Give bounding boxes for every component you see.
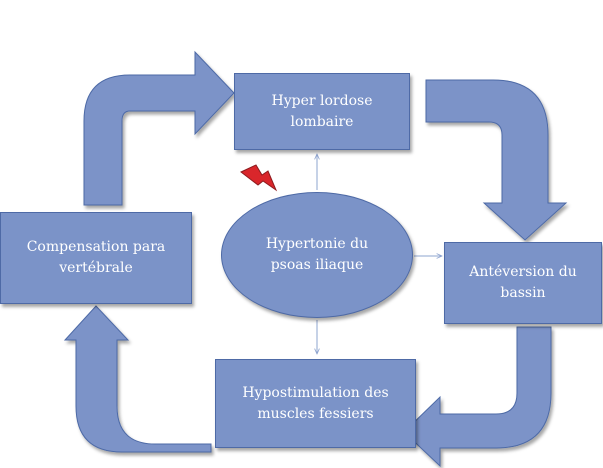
box-top-line1: Hyper lordose [271,92,373,109]
box-right-line2: bassin [500,285,546,301]
box-right-line1: Antéversion du [469,264,577,280]
box-anteversion-bassin: Antéversion du bassin [444,242,602,324]
arrow-bottom-to-left [63,305,212,453]
box-left-line2: vertébrale [59,260,133,276]
arrow-left-to-top [83,50,235,206]
center-ellipse-hypertonie: Hypertonie du psoas iliaque [221,192,413,318]
box-bottom-line2: muscles fessiers [257,405,374,422]
box-hyper-lordose: Hyper lordose lombaire [234,73,410,150]
box-hypostimulation: Hypostimulation des muscles fessiers [215,359,416,448]
arrow-top-to-right [425,79,568,241]
center-line2: psoas iliaque [270,257,364,273]
lightning-bolt-icon [240,164,278,192]
box-top-line2: lombaire [290,113,354,130]
arrow-right-to-bottom [403,326,552,468]
center-line1: Hypertonie du [265,236,369,252]
box-bottom-line1: Hypostimulation des [242,384,389,401]
box-left-line1: Compensation para [26,239,166,255]
box-compensation: Compensation para vertébrale [0,212,192,304]
